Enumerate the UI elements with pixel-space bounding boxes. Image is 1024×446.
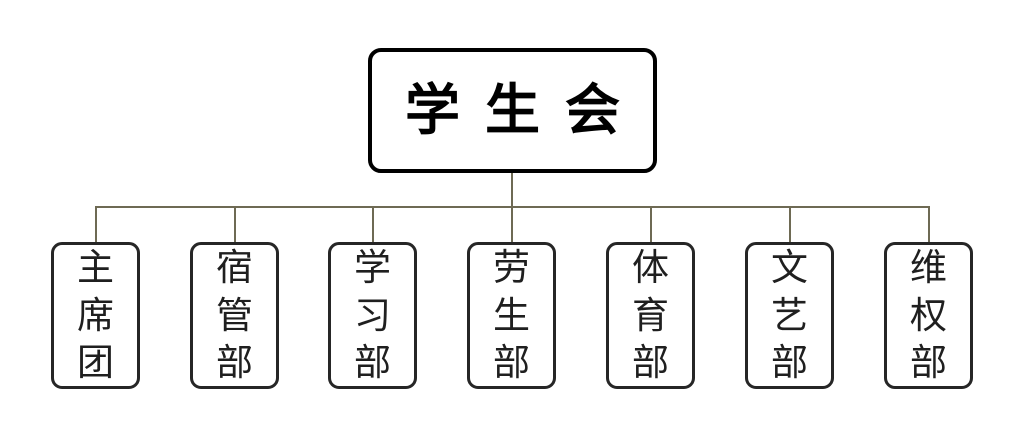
org-node-child-7[interactable]: 维权部 xyxy=(884,242,973,389)
org-node-child-7-label: 维权部 xyxy=(910,246,947,385)
org-node-child-3-label: 学习部 xyxy=(354,246,391,385)
org-node-child-4-label: 劳生部 xyxy=(493,246,530,385)
org-node-child-5[interactable]: 体育部 xyxy=(606,242,695,389)
connector-root-stem xyxy=(511,173,513,208)
org-node-child-2[interactable]: 宿管部 xyxy=(190,242,279,389)
org-node-child-1-label: 主席团 xyxy=(77,246,114,385)
connector-drop-2 xyxy=(234,206,236,242)
connector-drop-4 xyxy=(511,206,513,242)
org-node-child-1[interactable]: 主席团 xyxy=(51,242,140,389)
connector-drop-6 xyxy=(789,206,791,242)
connector-drop-7 xyxy=(928,206,930,242)
org-node-root[interactable]: 学生会 xyxy=(368,48,657,173)
org-node-child-5-label: 体育部 xyxy=(632,246,669,385)
org-node-child-6-label: 文艺部 xyxy=(771,246,808,385)
org-node-root-label: 学生会 xyxy=(404,78,645,142)
org-node-child-3[interactable]: 学习部 xyxy=(328,242,417,389)
org-node-child-4[interactable]: 劳生部 xyxy=(467,242,556,389)
connector-drop-3 xyxy=(372,206,374,242)
org-node-child-6[interactable]: 文艺部 xyxy=(745,242,834,389)
org-node-child-2-label: 宿管部 xyxy=(216,246,253,385)
connector-drop-5 xyxy=(650,206,652,242)
connector-drop-1 xyxy=(95,206,97,242)
